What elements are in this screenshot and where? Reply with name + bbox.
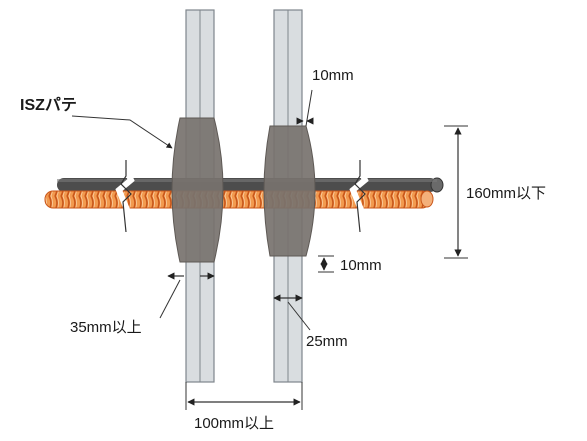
wall-span-label: 100mm以上 — [194, 415, 274, 432]
break-mark-icon — [115, 158, 135, 233]
cable-height-label: 160mm以下 — [466, 185, 546, 202]
break-mark-icon — [349, 158, 369, 233]
putty-right — [263, 125, 316, 257]
bottom-gap-label: 10mm — [340, 257, 382, 274]
sleeve-gap-label: 10mm — [312, 67, 354, 84]
right-overlap-label: 25mm — [306, 333, 348, 350]
left-overlap-label: 35mm以上 — [70, 319, 142, 336]
putty-label: ISZパテ — [20, 96, 77, 114]
cable-flexible-conduit — [44, 190, 434, 209]
putty-left — [171, 117, 224, 263]
dimension-arrow-icon — [71, 89, 468, 410]
cable-dark — [57, 177, 444, 193]
